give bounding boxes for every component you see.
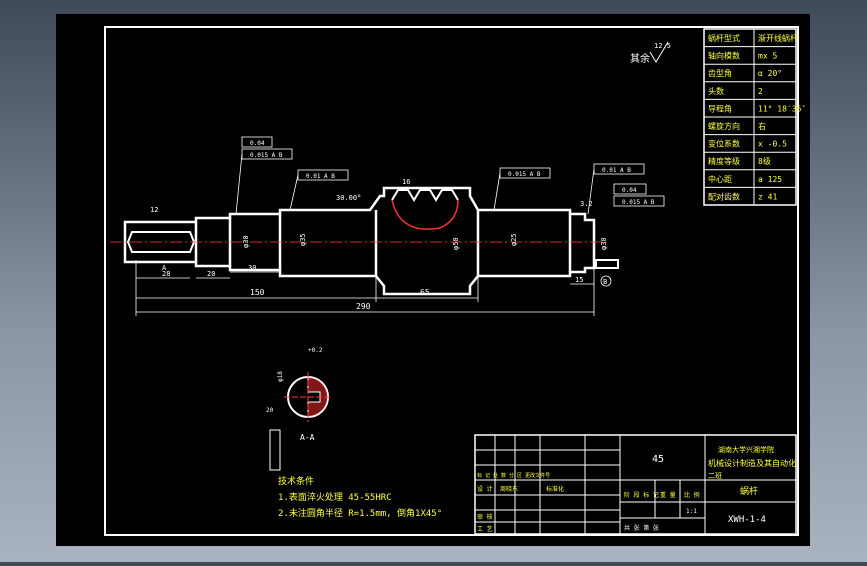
param-label: 齿型角 (708, 68, 732, 78)
dim-d35: φ35 (299, 233, 307, 246)
param-label: 导程角 (708, 103, 732, 113)
roughness-symbol (649, 41, 669, 63)
param-label: 精度等级 (708, 156, 740, 166)
param-value: z 41 (758, 192, 777, 201)
dim-15: 15 (575, 276, 583, 284)
param-value: 2 (758, 87, 763, 96)
param-label: 中心距 (708, 174, 732, 184)
param-value: 11° 18′36″ (758, 104, 806, 113)
tol-frame-5: 0.01 A B (602, 167, 631, 174)
section-diameter: φ18 (277, 371, 284, 382)
datum-a: A (162, 264, 167, 272)
dim-20: 20 (207, 270, 215, 278)
param-label: 头数 (708, 86, 724, 96)
school-dept: 机械设计制造及其自动化 (708, 458, 796, 468)
tolerance-frames: 0.04 0.015 A B 0.01 A B 0.015 A B 0.01 A… (235, 136, 665, 215)
dim-d30-left: φ30 (242, 235, 250, 248)
param-label: 轴向模数 (708, 51, 740, 61)
roughness-32: 3.2 (580, 200, 593, 208)
dim-150: 150 (250, 288, 265, 297)
review-label: 审 核 (477, 513, 493, 521)
sheet-background (56, 14, 810, 546)
school-name: 湖南大学兴湘学院 (718, 445, 774, 454)
param-value: mx 5 (758, 52, 777, 61)
scale-value: 1:1 (686, 508, 697, 515)
tech-requirements: 技术条件 1.表面淬火处理 45-55HRC 2.未注圆角半径 R=1.5mm,… (278, 475, 442, 519)
rest-roughness-value: 12.5 (654, 42, 671, 50)
tol-frame-2: 0.015 A B (250, 152, 283, 159)
dimensions: 150 290 65 30 20 28 15 φ35 φ30 φ50 φ25 φ… (135, 178, 612, 316)
revision-header: 标 记 处 数 分 区 更改文件号 (477, 472, 550, 479)
param-label: 蜗杆型式 (708, 33, 740, 43)
dim-d30-right: φ30 (600, 237, 608, 250)
sheet-label: 共 张 第 张 (624, 524, 659, 532)
process-label: 工 艺 (477, 525, 493, 533)
section-tol: +0.2 (308, 347, 323, 354)
dim-d50: φ50 (452, 237, 460, 250)
dim-28: 28 (162, 270, 170, 278)
dim-d25: φ25 (510, 233, 518, 246)
stage-label: 阶 段 标 记 (624, 491, 659, 499)
param-value: 渐开线蜗杆 (758, 33, 798, 43)
designer-name: 周晓东 (500, 485, 518, 493)
tol-frame-3: 0.01 A B (306, 173, 335, 180)
param-value: x -0.5 (758, 140, 787, 149)
drawing-number: XWH-1-4 (728, 515, 766, 525)
dim-angle: 30.00° (336, 194, 361, 202)
param-label: 配对齿数 (708, 191, 740, 201)
section-dim: 20 (266, 407, 274, 414)
dim-290: 290 (356, 302, 371, 311)
param-value: 右 (758, 121, 766, 131)
tol-frame-1: 0.04 (250, 140, 265, 147)
school-class: 二班 (708, 471, 722, 480)
weight-label: 重 量 (660, 491, 676, 499)
param-value: a 125 (758, 175, 782, 184)
dim-30: 30 (248, 264, 256, 272)
param-label: 变位系数 (708, 139, 740, 149)
param-value: α 20° (758, 69, 782, 78)
rest-roughness-label: 其余 (630, 52, 650, 65)
scale-label: 比 例 (684, 491, 700, 499)
dim-65: 65 (420, 288, 430, 297)
datum-b: B (603, 278, 607, 286)
tech-line-1: 1.表面淬火处理 45-55HRC (278, 491, 392, 503)
section-view: A-A +0.2 20 φ18 (266, 347, 332, 471)
part-name: 蜗杆 (740, 485, 758, 497)
title-block: 45 湖南大学兴湘学院 机械设计制造及其自动化 二班 蜗杆 XWH-1-4 标 … (474, 434, 797, 535)
standardization-label: 标准化 (546, 485, 564, 493)
designer-label: 设 计 (477, 485, 493, 493)
roughness-16: 16 (402, 178, 410, 186)
roughness-12: 12 (150, 206, 158, 214)
material-value: 45 (652, 454, 664, 465)
drawing-frame (104, 26, 799, 536)
tol-frame-7: 0.015 A B (622, 199, 655, 206)
tol-frame-6: 0.04 (622, 187, 637, 194)
param-value: 8级 (758, 156, 771, 166)
section-label: A-A (300, 433, 315, 442)
param-label: 螺旋方向 (708, 121, 740, 131)
tech-line-2: 2.未注圆角半径 R=1.5mm, 倒角1X45° (278, 507, 442, 519)
tol-frame-4: 0.015 A B (508, 171, 541, 178)
tech-title: 技术条件 (278, 475, 314, 487)
